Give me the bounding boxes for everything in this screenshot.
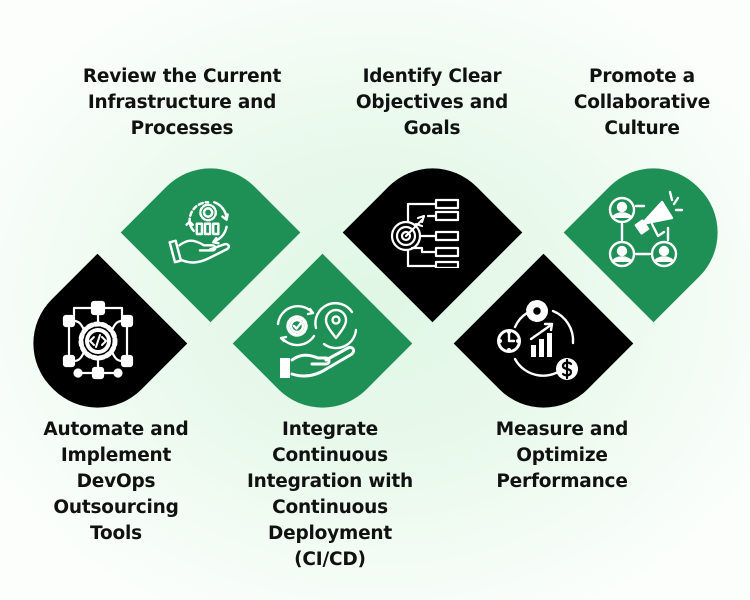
target-checklist-icon <box>388 196 468 268</box>
hand-gear-chart-icon <box>163 192 245 274</box>
step-2-label: Identify Clear Objectives and Goals <box>355 66 509 139</box>
step-3-label: Promote a Collaborative Culture <box>573 66 711 139</box>
step-5-label: Integrate Continuous Integration with Co… <box>246 419 414 570</box>
step-6-label: Measure and Optimize Performance <box>495 419 629 492</box>
hand-gear-location-icon <box>270 300 366 380</box>
team-megaphone-icon <box>602 188 690 276</box>
step-4-label: Automate and Implement DevOps Outsourcin… <box>43 419 189 544</box>
step-1-label: Review the Current Infrastructure and Pr… <box>82 66 282 139</box>
code-gear-network-icon <box>58 300 138 380</box>
clock-chart-dollar-icon <box>493 293 589 389</box>
